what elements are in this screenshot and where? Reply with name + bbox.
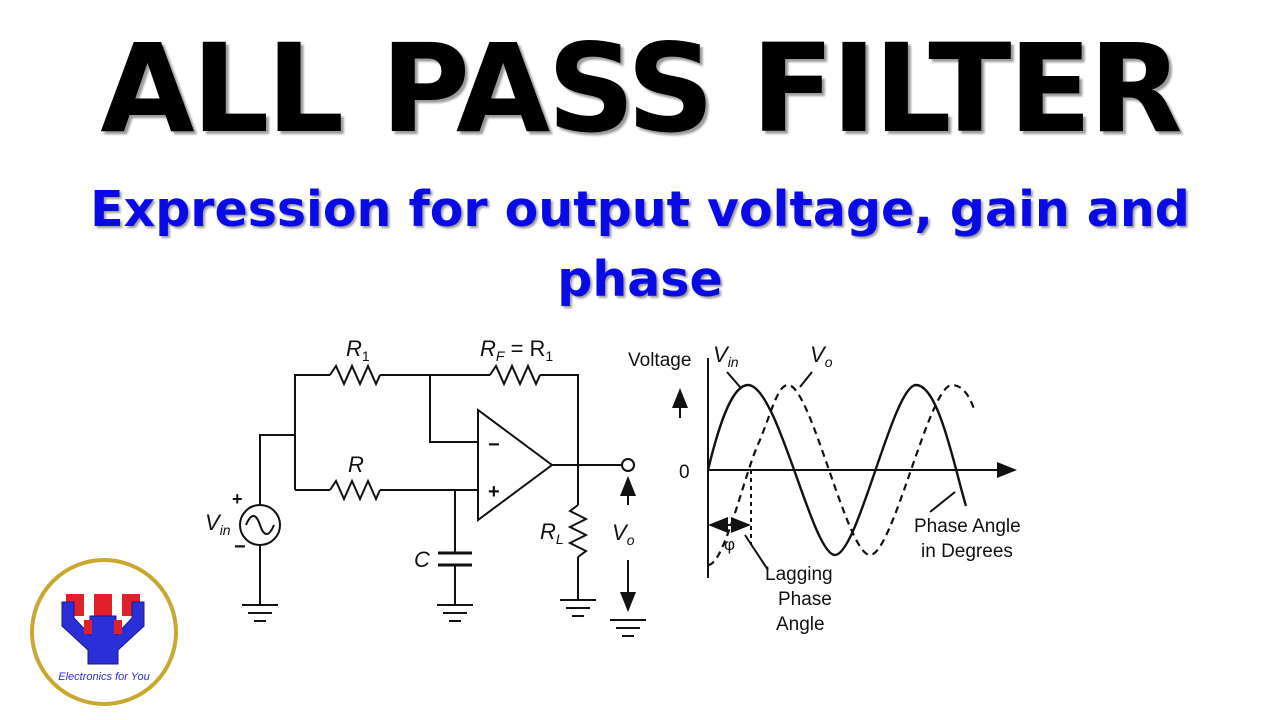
- circuit-labels: R1 RF = R1 R C RL Vin Vo + − − +: [205, 336, 635, 572]
- wire-r1-left: [294, 374, 330, 490]
- ground-cap: [437, 604, 473, 622]
- waveform-labels: Voltage Vin Vo 0 φ Phase Angle in Degree…: [628, 342, 1021, 635]
- ground-source: [242, 604, 278, 622]
- page-title: ALL PASS FILTER: [100, 18, 1183, 160]
- zero-label: 0: [679, 462, 690, 483]
- logo: Electronics for You: [30, 558, 178, 706]
- circuit-diagram: [239, 363, 646, 637]
- vin-pointer: [726, 371, 741, 388]
- ground-rl: [560, 599, 596, 617]
- r1-label: R1: [346, 336, 370, 364]
- lagging-label-3: Angle: [776, 614, 825, 635]
- phase-angle-pointer: [929, 491, 956, 513]
- resistor-rl: [567, 504, 589, 558]
- phase-angle-label-1: Phase Angle: [914, 516, 1021, 537]
- phi-label: φ: [724, 535, 735, 554]
- subtitle-line-2: phase: [557, 251, 723, 308]
- op-amp: [477, 408, 554, 522]
- phase-angle-label-2: in Degrees: [921, 541, 1013, 562]
- ground-vo: [610, 619, 646, 637]
- waveform-graph: [672, 358, 1017, 578]
- voltage-label: Voltage: [628, 350, 691, 371]
- lagging-label-1: Lagging: [765, 564, 833, 585]
- wire-inverting-input: [429, 375, 478, 443]
- source-plus-label: +: [232, 489, 243, 509]
- vo-wave: [707, 383, 977, 567]
- rl-label: RL: [540, 519, 564, 547]
- lagging-pointer: [744, 534, 769, 571]
- r-label: R: [348, 452, 364, 477]
- output-terminal: [621, 458, 635, 472]
- vo-label: Vo: [612, 520, 635, 548]
- resistor-r: [329, 478, 381, 502]
- vo-pointer: [799, 371, 813, 388]
- c-label: C: [414, 547, 430, 572]
- subtitle-line-1: Expression for output voltage, gain and: [90, 181, 1190, 238]
- wire-source-top: [259, 434, 295, 505]
- vin-label: Vin: [205, 510, 231, 538]
- wave-vo-label: Vo: [810, 342, 833, 370]
- vin-wave: [706, 383, 968, 557]
- rf-label: RF = R1: [480, 336, 553, 364]
- logo-caption: Electronics for You: [58, 671, 150, 683]
- opamp-minus-label: −: [488, 434, 500, 456]
- sine-icon: [245, 515, 275, 535]
- resistor-rf: [489, 363, 541, 387]
- opamp-plus-label: +: [488, 481, 500, 503]
- lagging-label-2: Phase: [778, 589, 832, 610]
- source-minus-label: −: [234, 536, 246, 558]
- wire-rf-right: [540, 374, 579, 465]
- resistor-r1: [329, 363, 381, 387]
- wave-vin-label: Vin: [713, 342, 739, 370]
